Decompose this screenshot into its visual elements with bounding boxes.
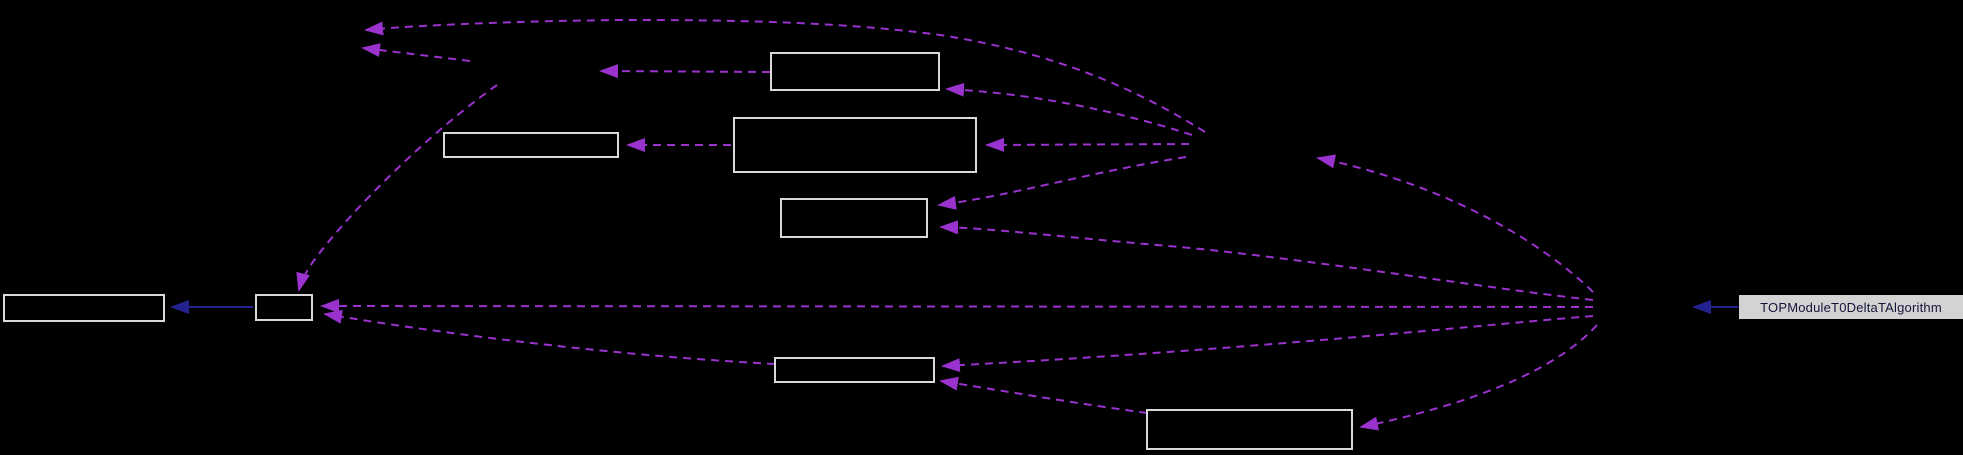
box-center-large[interactable] <box>733 117 977 173</box>
edge-node2-to-box6-upper <box>937 156 1187 210</box>
edge-box7-to-box2-lower <box>323 309 776 365</box>
edge-node2-to-topbox <box>945 82 1193 136</box>
edge-hiddenmid-to-box2-top <box>296 84 498 292</box>
edge-hub-to-box6-lower <box>939 220 1594 301</box>
edge-hub-to-box7-upper <box>941 315 1594 373</box>
box-center-small[interactable] <box>780 198 928 238</box>
edge-node2-to-hidden-left-top <box>364 18 1206 133</box>
box-mid-left[interactable] <box>443 132 619 158</box>
box-far-left[interactable] <box>3 294 165 322</box>
edge-node2-to-box4 <box>985 137 1190 152</box>
box-left-small[interactable] <box>255 294 313 321</box>
edge-hub-to-box8 <box>1359 324 1598 431</box>
edge-hub-to-box2-right <box>320 299 1594 314</box>
edge-box8-to-box7-lower <box>939 376 1148 414</box>
edge-hiddenmid-to-hidden-left <box>361 43 471 62</box>
main-node[interactable]: TOPModuleT0DeltaTAlgorithm <box>1739 295 1963 319</box>
box-bottom-center[interactable] <box>774 357 935 383</box>
edge-topbox-to-hidden-mid <box>599 64 771 79</box>
box-bottom-right[interactable] <box>1146 409 1353 450</box>
box-top[interactable] <box>770 52 940 91</box>
edge-group <box>170 18 1738 431</box>
edge-hub-to-node2 <box>1316 154 1594 293</box>
